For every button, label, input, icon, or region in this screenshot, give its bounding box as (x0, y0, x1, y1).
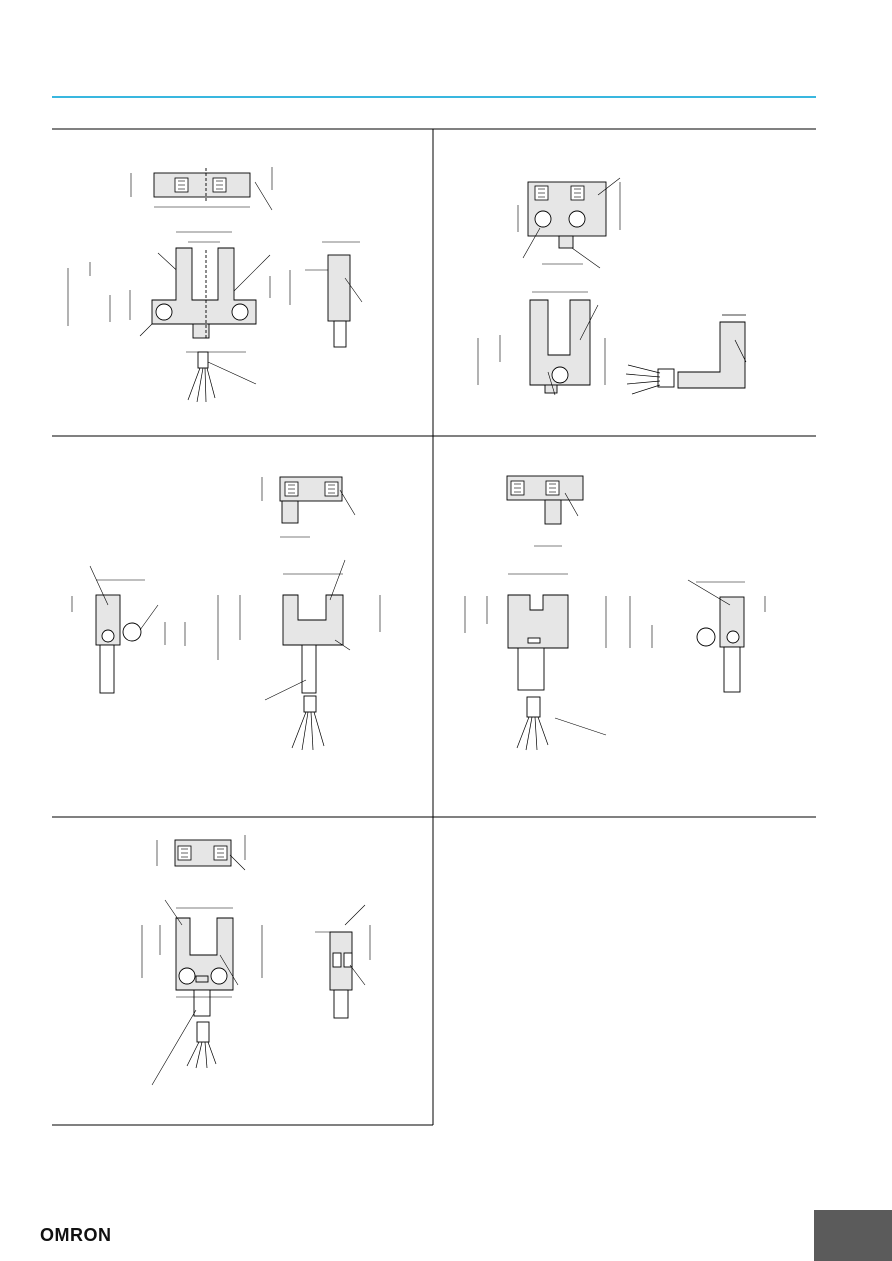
header-accent-rule (52, 96, 816, 98)
panel-1-drawing (67, 167, 363, 403)
panel-3-drawing (71, 476, 381, 751)
panel-5-drawing (141, 835, 371, 1086)
panel-2-drawing (477, 177, 747, 396)
panel-grid-lines (52, 128, 816, 1126)
omron-logo: OMRON (40, 1225, 112, 1245)
panel-4-drawing (464, 475, 766, 751)
page-side-tab (814, 1210, 892, 1261)
